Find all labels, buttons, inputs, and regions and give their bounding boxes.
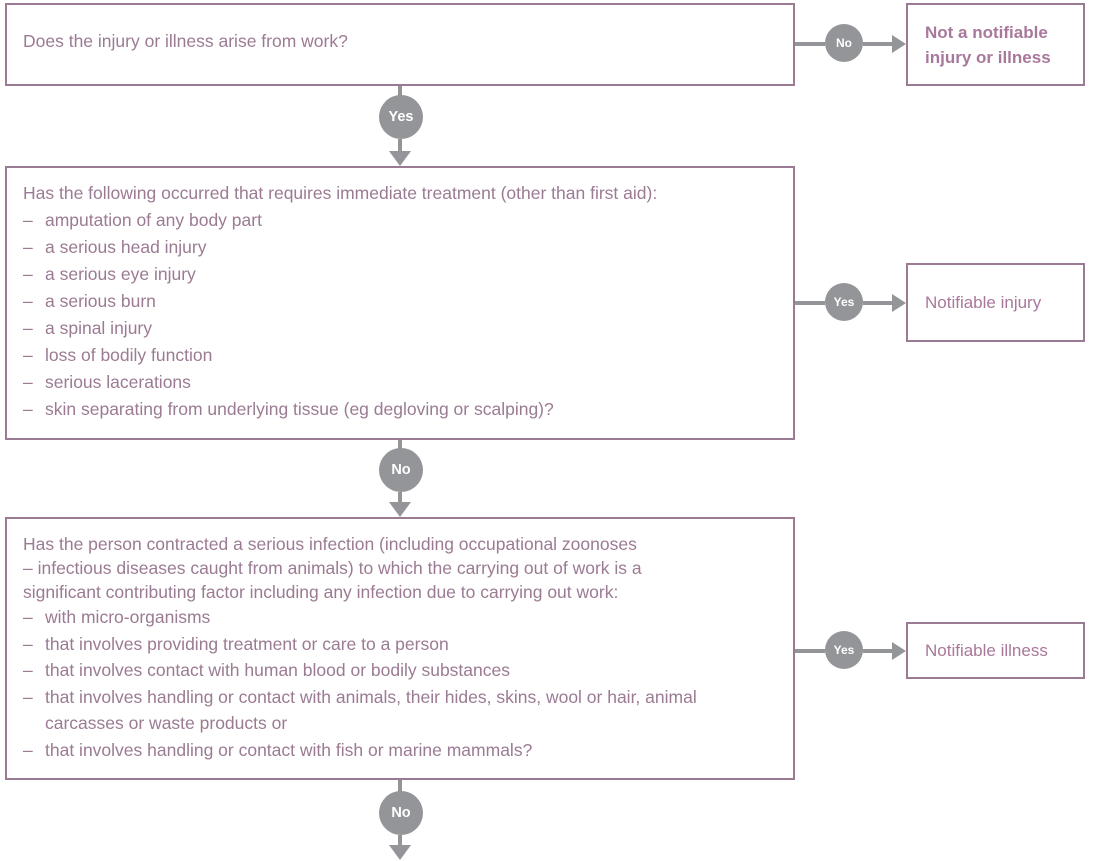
connector-line-q3-no-top	[398, 780, 402, 796]
bullet-dash-icon: –	[23, 633, 33, 654]
list-item: –that involves providing treatment or ca…	[23, 631, 777, 658]
question-3-text: Has the person contracted a serious infe…	[23, 532, 777, 604]
result-box-not-notifiable: Not a notifiable injury or illness	[906, 3, 1085, 86]
arrow-right-q2-yes	[892, 294, 906, 312]
bullet-dash-icon: –	[23, 210, 33, 230]
bullet-dash-icon: –	[23, 291, 33, 311]
connector-label-q1-yes: Yes	[379, 95, 423, 139]
question-2-text: Has the following occurred that requires…	[23, 183, 658, 203]
question-box-3: Has the person contracted a serious infe…	[5, 517, 795, 780]
connector-line-q2-yes	[795, 301, 825, 305]
connector-label-q1-no: No	[825, 24, 863, 62]
connector-label-q2-yes: Yes	[825, 283, 863, 321]
question-3-line-2: – infectious diseases caught from animal…	[23, 558, 642, 578]
list-item: –that involves contact with human blood …	[23, 657, 777, 684]
list-item: –a serious head injury	[23, 234, 777, 261]
list-item-label: that involves contact with human blood o…	[45, 660, 510, 680]
list-item-label: that involves handling or contact with f…	[45, 739, 533, 760]
bullet-dash-icon: –	[23, 264, 33, 284]
question-3-line-3: significant contributing factor includin…	[23, 582, 619, 602]
list-item-label: a serious eye injury	[45, 264, 196, 284]
connector-label-q3-no: No	[379, 791, 423, 835]
question-box-2: Has the following occurred that requires…	[5, 166, 795, 440]
result-label-notifiable-illness: Notifiable illness	[925, 641, 1048, 660]
list-item: –amputation of any body part	[23, 207, 777, 234]
question-box-2-content: Has the following occurred that requires…	[7, 168, 793, 435]
bullet-dash-icon: –	[23, 607, 33, 627]
arrow-right-q3-yes	[892, 642, 906, 660]
list-item-label: with micro-organisms	[45, 607, 211, 627]
bullet-dash-icon: –	[23, 372, 33, 392]
list-item-label: skin separating from underlying tissue (…	[45, 399, 554, 419]
question-3-line-1: Has the person contracted a serious infe…	[23, 534, 637, 554]
question-1-text: Does the injury or illness arise from wo…	[23, 31, 348, 51]
question-box-1: Does the injury or illness arise from wo…	[5, 3, 795, 86]
list-item: –a spinal injury	[23, 315, 777, 342]
connector-label-q3-yes: Yes	[825, 631, 863, 669]
list-item: –a serious burn	[23, 288, 777, 315]
bullet-dash-icon: –	[23, 345, 33, 365]
bullet-dash-icon: –	[23, 399, 33, 419]
list-item-label: serious lacerations	[45, 372, 191, 392]
list-item-label: that involves handling or contact with a…	[45, 686, 697, 734]
arrow-right-q1-no	[892, 35, 906, 53]
list-item: –with micro-organisms	[23, 604, 777, 631]
arrow-down-q2-no	[389, 502, 411, 517]
bullet-dash-icon: –	[23, 686, 33, 707]
connector-line-q2-no-bottom	[398, 492, 402, 504]
question-2-list: –amputation of any body part –a serious …	[23, 207, 777, 423]
list-item-label: a serious head injury	[45, 237, 207, 257]
list-item: –that involves handling or contact with …	[23, 684, 777, 737]
list-item: –skin separating from underlying tissue …	[23, 396, 777, 423]
bullet-dash-icon: –	[23, 318, 33, 338]
connector-line-q3-yes	[795, 649, 825, 653]
question-3-list: –with micro-organisms –that involves pro…	[23, 604, 777, 763]
list-item-label: a serious burn	[45, 291, 156, 311]
connector-line-q3-no-bottom	[398, 835, 402, 847]
connector-line-q2-yes-2	[863, 301, 894, 305]
arrow-down-q1-yes	[389, 151, 411, 166]
list-item: –that involves handling or contact with …	[23, 737, 777, 764]
list-item-label: a spinal injury	[45, 318, 152, 338]
list-item: –serious lacerations	[23, 369, 777, 396]
result-box-notifiable-injury: Notifiable injury	[906, 263, 1085, 342]
result-box-notifiable-illness: Notifiable illness	[906, 622, 1085, 679]
result-label-notifiable-injury: Notifiable injury	[925, 293, 1042, 312]
bullet-dash-icon: –	[23, 660, 33, 680]
bullet-dash-icon: –	[23, 739, 33, 760]
bullet-dash-icon: –	[23, 237, 33, 257]
list-item: –a serious eye injury	[23, 261, 777, 288]
list-item-label: that involves providing treatment or car…	[45, 633, 449, 654]
list-item: –loss of bodily function	[23, 342, 777, 369]
arrow-down-q3-no	[389, 845, 411, 860]
question-box-3-content: Has the person contracted a serious infe…	[7, 519, 793, 775]
list-item-label: loss of bodily function	[45, 345, 213, 365]
list-item-label: amputation of any body part	[45, 210, 262, 230]
connector-line-q1-no-2	[863, 42, 894, 46]
connector-label-q2-no: No	[379, 448, 423, 492]
connector-line-q3-yes-2	[863, 649, 894, 653]
result-label-not-notifiable: Not a notifiable injury or illness	[925, 22, 1051, 67]
question-box-1-content: Does the injury or illness arise from wo…	[7, 5, 793, 67]
connector-line-q1-yes-bottom	[398, 139, 402, 153]
connector-line-q1-no	[795, 42, 825, 46]
